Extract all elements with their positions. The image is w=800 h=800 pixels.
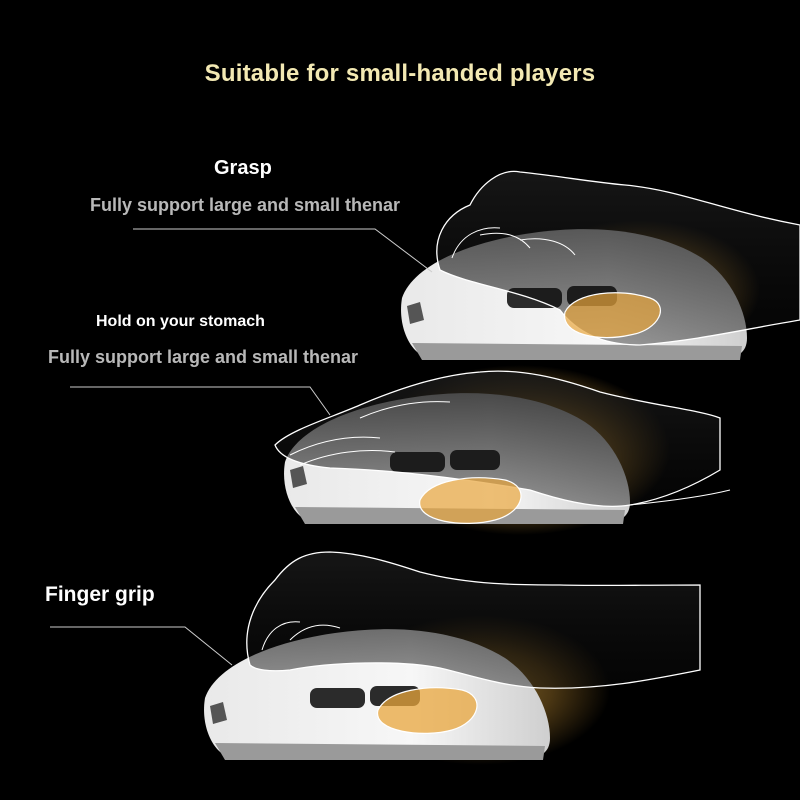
headline: Suitable for small-handed players [204,60,596,87]
finger-grip-title: Finger grip [45,583,155,606]
finger-grip-illustration [50,551,701,765]
grasp-illustration [133,170,800,360]
grasp-title: Grasp [214,157,272,179]
palm-grip-illustration [70,365,731,535]
palm-grip-subtitle: Fully support large and small thenar [48,347,359,367]
grasp-subtitle: Fully support large and small thenar [90,195,401,215]
palm-grip-title: Hold on your stomach [96,313,265,330]
